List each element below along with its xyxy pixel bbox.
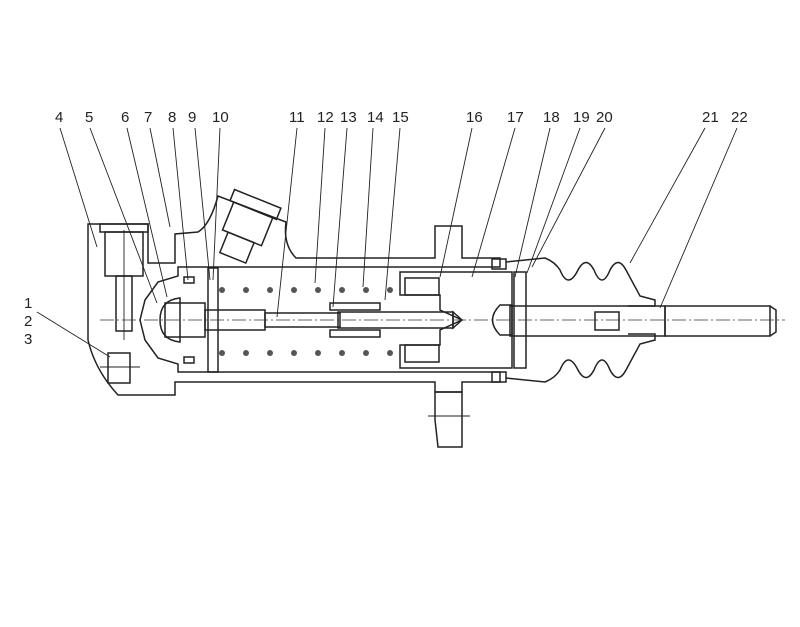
callout-15: 15: [392, 109, 409, 126]
callout-6: 6: [121, 109, 129, 126]
callout-5: 5: [85, 109, 93, 126]
callout-8: 8: [168, 109, 176, 126]
callout-4: 4: [55, 109, 63, 126]
callout-17: 17: [507, 109, 524, 126]
leader-lines: [36, 127, 738, 358]
spring-coil: [267, 350, 273, 356]
callout-2: 2: [24, 313, 32, 330]
callout-22: 22: [731, 109, 748, 126]
spring-coil: [387, 350, 393, 356]
spring-coil: [291, 287, 297, 293]
spring-coil: [315, 287, 321, 293]
callout-13: 13: [340, 109, 357, 126]
piston: [399, 258, 527, 383]
callout-11: 11: [289, 109, 305, 126]
callout-7: 7: [144, 109, 152, 126]
pushrod: [509, 305, 777, 337]
callout-16: 16: [466, 109, 483, 126]
spring-coil: [291, 350, 297, 356]
callout-9: 9: [188, 109, 196, 126]
spring-coil: [219, 287, 225, 293]
callout-18: 18: [543, 109, 560, 126]
return-spring: [219, 287, 393, 356]
protective-boot: [505, 257, 656, 383]
callout-14: 14: [367, 109, 384, 126]
spring-coil: [363, 287, 369, 293]
spring-coil: [339, 350, 345, 356]
spring-coil: [267, 287, 273, 293]
housing: [87, 188, 501, 448]
spring-coil: [339, 287, 345, 293]
spring-coil: [363, 350, 369, 356]
spring-coil: [243, 350, 249, 356]
callout-3: 3: [24, 331, 32, 348]
spring-coil: [219, 350, 225, 356]
callout-1: 1: [24, 295, 32, 312]
spring-coil: [243, 287, 249, 293]
callout-19: 19: [573, 109, 590, 126]
callout-10: 10: [212, 109, 229, 126]
spring-coil: [315, 350, 321, 356]
callout-labels: 1 2 3 4 5 6 7 8 9 10 11 12 13 14 15 16 1…: [24, 109, 748, 348]
callout-21: 21: [702, 109, 719, 126]
callout-20: 20: [596, 109, 613, 126]
callout-12: 12: [317, 109, 334, 126]
spring-coil: [387, 287, 393, 293]
